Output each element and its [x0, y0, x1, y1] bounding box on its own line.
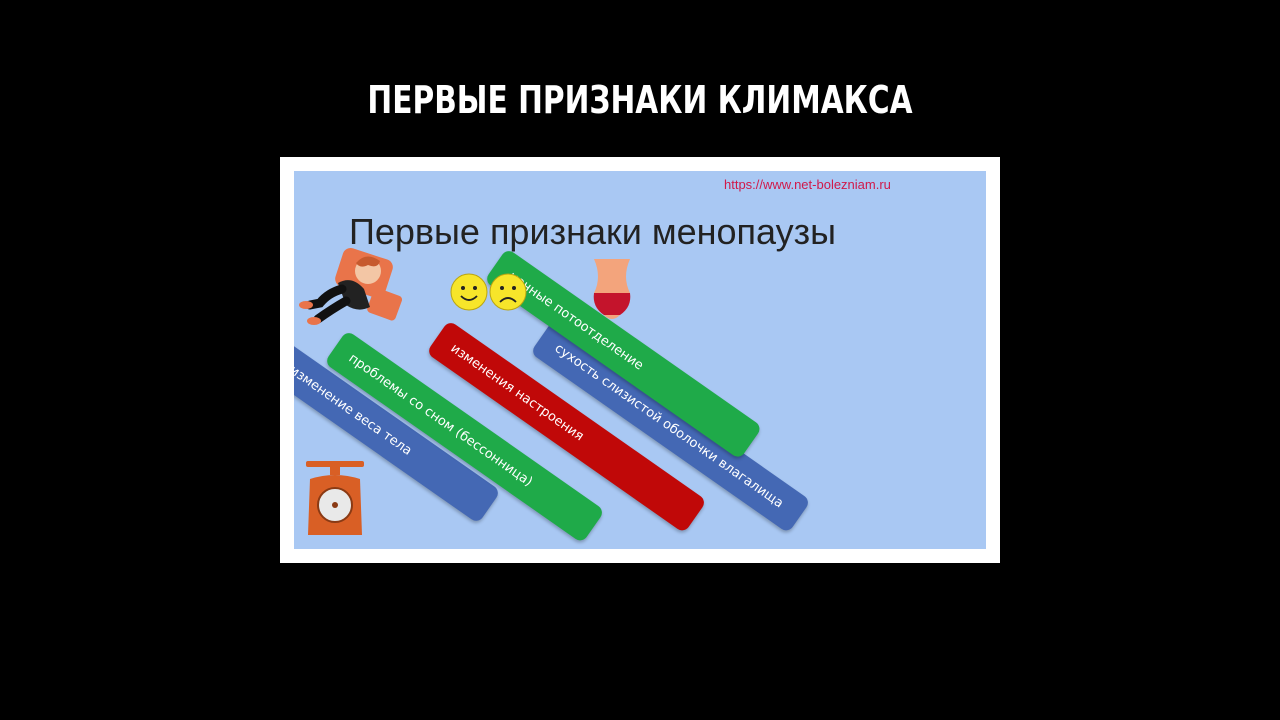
sleeping-woman-icon — [299, 248, 403, 325]
source-url[interactable]: https://www.net-bolezniam.ru — [724, 177, 891, 192]
slide: https://www.net-bolezniam.ru изменение в… — [294, 171, 986, 549]
scale-icon — [306, 461, 364, 535]
waist-icon — [593, 259, 631, 319]
sad-smiley-icon — [489, 273, 527, 311]
slide-title: Первые признаки менопаузы — [349, 211, 837, 252]
happy-smiley-icon — [450, 273, 488, 311]
headline: ПЕРВЫЕ ПРИЗНАКИ КЛИМАКСА — [367, 78, 913, 122]
slide-frame: https://www.net-bolezniam.ru изменение в… — [280, 157, 1000, 563]
